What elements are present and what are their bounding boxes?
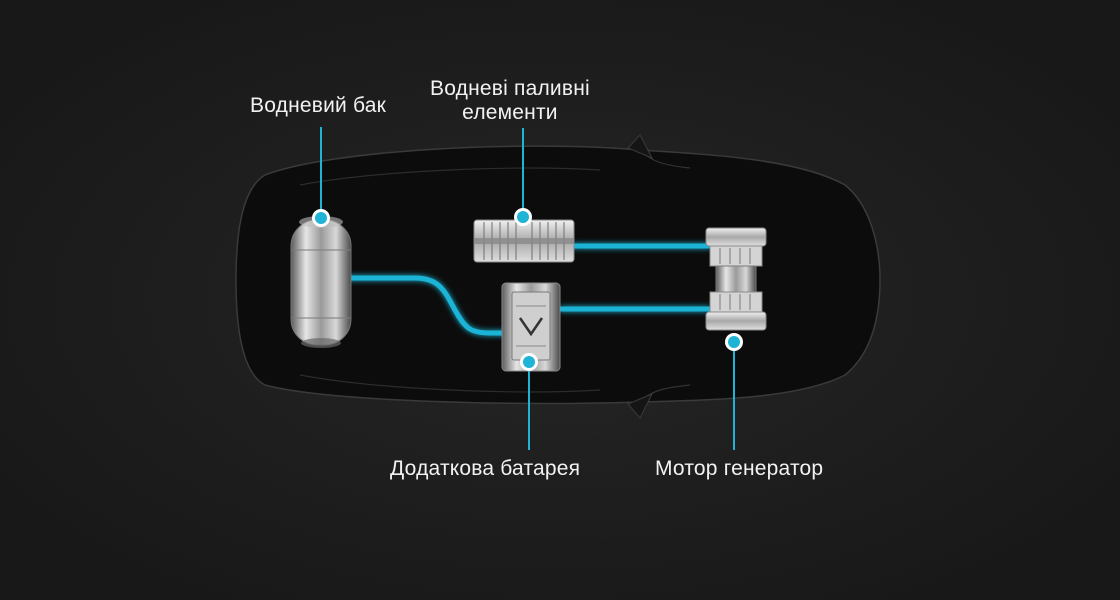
label-battery-text: Додаткова батарея: [390, 457, 581, 480]
callout-dot-tank: [312, 209, 330, 227]
callout-dot-battery: [520, 353, 538, 371]
label-motor-text: Мотор генератор: [655, 457, 824, 480]
callout-dot-motor: [725, 333, 743, 351]
fuel-cell-stack-illustration: [473, 219, 575, 263]
callout-lines: [320, 127, 735, 450]
callout-dot-fuel-cells: [514, 208, 532, 226]
label-battery: Додаткова батарея: [390, 457, 580, 481]
battery-pack-illustration: [501, 282, 561, 372]
label-motor: Мотор генератор: [655, 457, 823, 481]
energy-flow-lines: [342, 243, 710, 336]
motor-generator-illustration: [705, 227, 767, 331]
label-fuel-cells: Водневі паливні елементи: [430, 77, 590, 125]
label-hydrogen-tank: Водневий бак: [250, 94, 386, 118]
label-hydrogen-tank-text: Водневий бак: [250, 94, 387, 117]
car-silhouette: [235, 134, 881, 419]
label-fuel-cells-line1: Водневі паливні: [430, 77, 590, 100]
hydrogen-tank-illustration: [290, 216, 352, 348]
label-fuel-cells-line2: елементи: [462, 101, 558, 124]
